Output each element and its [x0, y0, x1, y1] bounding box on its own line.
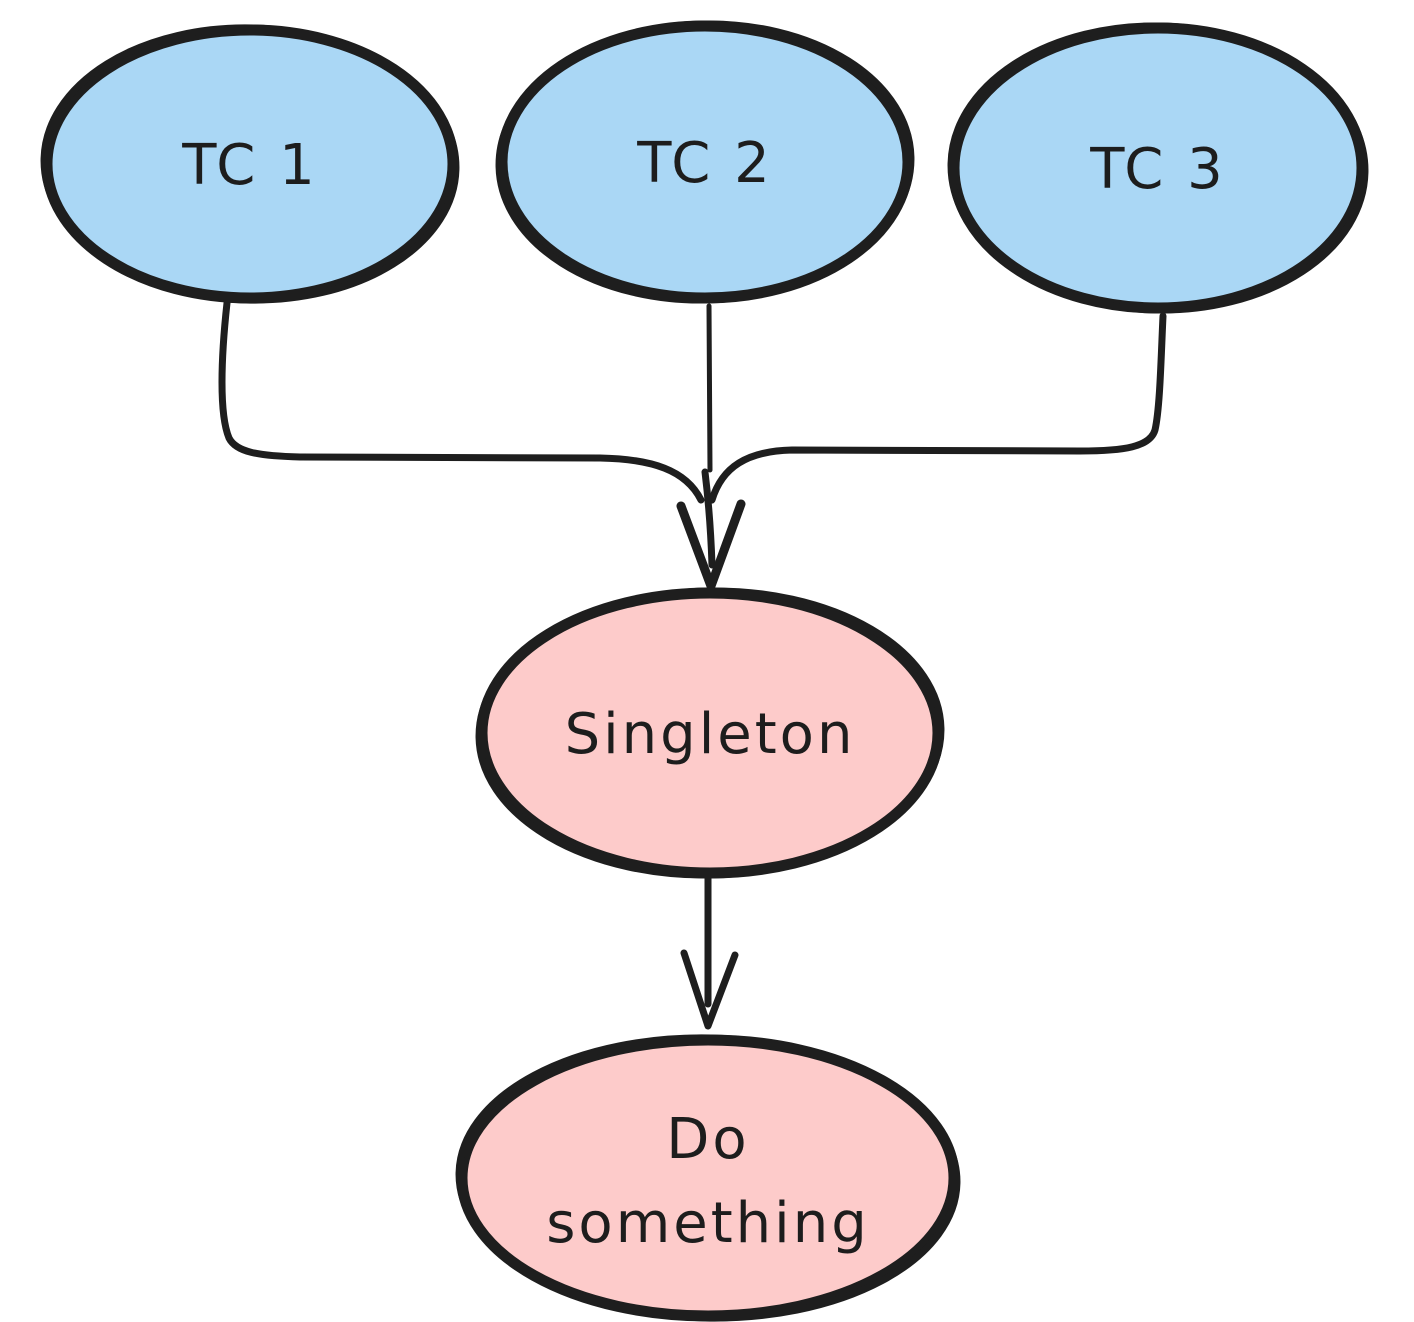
merged-arrow-stem: [701, 468, 716, 569]
node-tc2[interactable]: TC 2: [495, 19, 915, 305]
edge-merged-arrow[interactable]: [676, 303, 746, 591]
edge-tc2-line: [706, 303, 713, 473]
node-singleton-label: Singleton: [565, 702, 856, 767]
node-tc1[interactable]: TC 1: [40, 22, 460, 305]
node-singleton[interactable]: Singleton: [475, 586, 945, 880]
node-tc3-label: TC 3: [1089, 137, 1225, 202]
node-do-something[interactable]: Do something: [455, 1033, 961, 1322]
edge-tc1-to-merge[interactable]: [218, 299, 705, 504]
node-tc3[interactable]: TC 3: [947, 21, 1369, 314]
edge-tc3-line: [708, 312, 1167, 504]
edge-singleton-to-do-something[interactable]: [680, 873, 739, 1030]
node-tc1-label: TC 1: [181, 133, 317, 198]
node-singleton-shape: [482, 593, 938, 873]
node-tc2-label: TC 2: [636, 131, 772, 196]
node-tc1-shape: [47, 30, 453, 298]
edge-tc1-line: [218, 299, 705, 504]
node-tc3-shape: [954, 28, 1362, 308]
node-do-something-label-line2: something: [546, 1191, 870, 1256]
node-do-something-shape: [462, 1040, 954, 1316]
edge-tc3-to-merge[interactable]: [708, 312, 1167, 504]
merged-arrowhead-icon: [676, 499, 746, 591]
singleton-arrowhead-icon: [680, 949, 739, 1030]
node-do-something-label-line1: Do: [666, 1107, 749, 1172]
node-tc2-shape: [502, 26, 908, 298]
